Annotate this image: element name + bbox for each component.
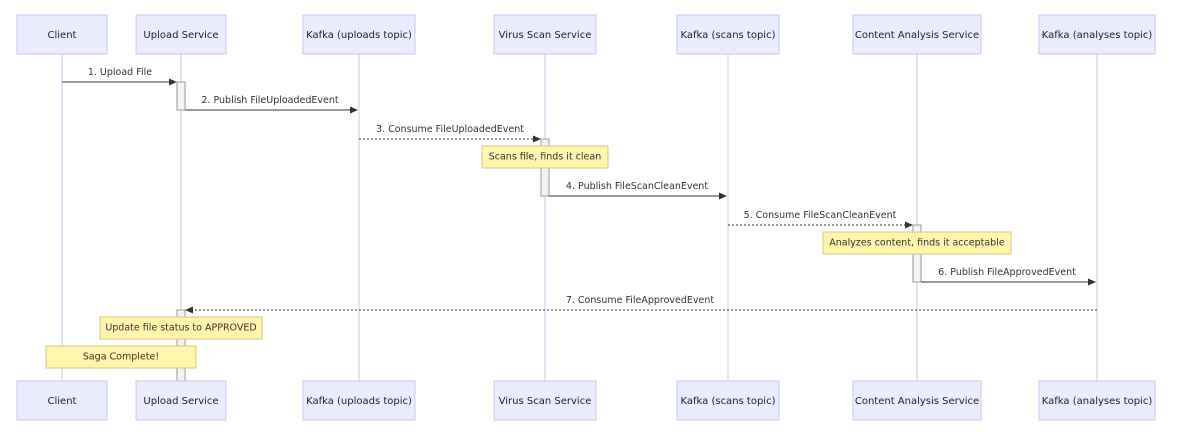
message-label-3: 3. Consume FileUploadedEvent (376, 124, 524, 135)
message-label-1: 1. Upload File (88, 67, 152, 78)
note-text-upload: Update file status to APPROVED (105, 323, 256, 334)
actor-label-client-bottom: Client (48, 396, 77, 407)
actors-top: Client Upload Service Kafka (uploads top… (16, 14, 1156, 55)
actor-label-upload-bottom: Upload Service (143, 396, 218, 407)
notes: Scans file, finds it clean Analyzes cont… (45, 145, 1012, 369)
actor-box-content (852, 14, 982, 55)
actor-label-virus: Virus Scan Service (499, 30, 592, 41)
actor-box-upload-bottom (135, 380, 227, 421)
actor-box-kana-bottom (1038, 380, 1156, 421)
note-text-virus: Scans file, finds it clean (489, 152, 602, 163)
arrowhead-right-icon (1088, 278, 1096, 286)
actor-box-virus-bottom (493, 380, 597, 421)
actor-label-kana-bottom: Kafka (analyses topic) (1042, 396, 1153, 407)
actor-box-virus (493, 14, 597, 55)
messages: 1. Upload File 2. Publish FileUploadedEv… (62, 67, 1097, 314)
actor-label-kup-bottom: Kafka (uploads topic) (306, 396, 412, 407)
actor-box-client-bottom (16, 380, 108, 421)
actor-box-kup (302, 14, 416, 55)
note-box-content (822, 231, 1012, 255)
actor-label-upload: Upload Service (143, 30, 218, 41)
note-box-saga (45, 345, 197, 369)
actor-label-kup: Kafka (uploads topic) (306, 30, 412, 41)
actor-label-kscan-bottom: Kafka (scans topic) (681, 396, 776, 407)
note-box-upload (99, 316, 263, 340)
message-label-5: 5. Consume FileScanCleanEvent (744, 210, 897, 221)
arrowhead-left-icon (185, 306, 193, 314)
actor-box-kscan-bottom (676, 380, 780, 421)
actor-label-kana: Kafka (analyses topic) (1042, 30, 1153, 41)
actor-box-kup-bottom (302, 380, 416, 421)
arrowhead-right-icon (350, 106, 358, 114)
actor-box-client (16, 14, 108, 55)
note-text-saga: Saga Complete! (83, 352, 159, 363)
actor-box-kana (1038, 14, 1156, 55)
message-label-2: 2. Publish FileUploadedEvent (201, 95, 339, 106)
note-box-virus (481, 145, 609, 169)
activation-upload (176, 81, 186, 111)
actor-label-client: Client (48, 30, 77, 41)
arrowhead-right-icon (533, 135, 541, 143)
actor-box-upload (135, 14, 227, 55)
note-text-content: Analyzes content, finds it acceptable (829, 238, 1005, 249)
arrowhead-right-icon (169, 78, 177, 86)
activations (176, 81, 922, 382)
actor-label-kscan: Kafka (scans topic) (681, 30, 776, 41)
actor-label-content: Content Analysis Service (855, 30, 979, 41)
actor-label-virus-bottom: Virus Scan Service (499, 396, 592, 407)
actor-box-kscan (676, 14, 780, 55)
actor-box-content-bottom (852, 380, 982, 421)
arrowhead-right-icon (719, 192, 727, 200)
actors-bottom: Client Upload Service Kafka (uploads top… (16, 380, 1156, 421)
actor-label-content-bottom: Content Analysis Service (855, 396, 979, 407)
message-label-4: 4. Publish FileScanCleanEvent (566, 181, 708, 192)
arrowhead-right-icon (905, 221, 913, 229)
message-label-7: 7. Consume FileApprovedEvent (566, 295, 715, 306)
message-label-6: 6. Publish FileApprovedEvent (938, 267, 1076, 278)
